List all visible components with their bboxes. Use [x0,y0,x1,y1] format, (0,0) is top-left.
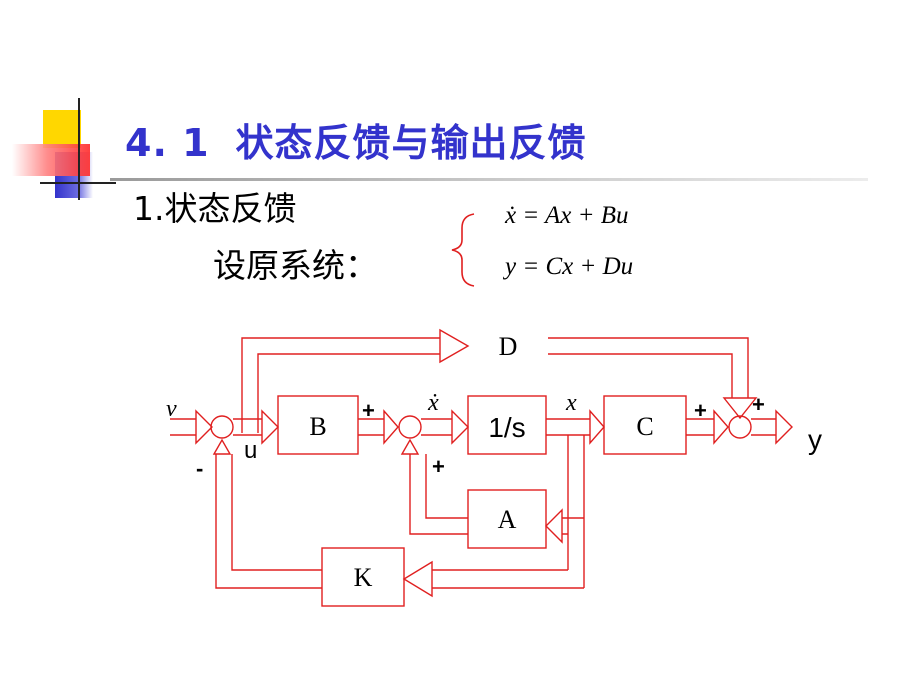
signal-u-label: u [244,437,257,464]
sum1-circle [210,415,234,439]
block-K-label: K [354,563,373,592]
d-output-line [548,337,749,398]
deco-yellow-square [43,110,81,148]
block-integrator [467,395,547,455]
k-output-line [215,454,322,589]
deco-vertical-line [78,98,80,200]
x-line [546,418,590,436]
signal-y-label: y [808,424,822,455]
y-line [751,418,776,436]
block-C [603,395,687,455]
a-input-arrow [545,508,563,544]
input-arrow [195,409,213,445]
section-number: 4. 1 [125,121,210,165]
title-text: 状态反馈与输出反馈 [235,121,587,165]
block-A [467,489,547,549]
k-output-arrow [212,438,232,455]
a-output-line [409,454,468,535]
block-integrator-label: 1/s [488,412,525,443]
a-output-arrow [400,438,420,455]
state-equation: ẋ = Ax + Bu [505,202,629,229]
deco-horizontal-line [40,182,116,184]
sign-sum1-feedback: - [196,456,203,481]
block-B-label: B [309,412,326,441]
equation-brace [451,213,475,287]
sign-sum3-from-d: + [752,392,765,417]
signal-xdot-label: ẋ [427,390,439,416]
sign-sum3-from-c: + [694,398,707,423]
deco-red-bar [12,144,90,176]
k-input-line [432,569,584,589]
sum2-circle [398,415,422,439]
output-equation: y = Cx + Du [505,253,634,280]
title-rule [110,178,868,181]
sign-sum2-from-b: + [362,398,375,423]
a-input-line [562,517,584,535]
b-output-arrow [383,409,399,445]
c-output-line [686,418,714,436]
d-arrow [439,328,470,364]
system-label: 设原系统： [213,246,378,285]
signal-v-label: v [166,396,177,422]
sign-sum2-from-a: + [432,454,445,479]
block-C-label: C [636,412,653,441]
x-tap-line [567,435,585,588]
x-arrow [589,409,605,445]
block-D-label: D [499,332,518,361]
page-title: 4. 1 状态反馈与输出反馈 [125,112,587,167]
y-arrow [775,409,793,445]
sum3-circle [728,415,752,439]
d-feed-line [241,337,440,433]
block-B [277,395,359,455]
xdot-line [421,418,452,436]
input-line [170,418,196,436]
xdot-arrow [451,409,469,445]
section-heading: 1.状态反馈 [133,189,297,228]
b-output-line [358,418,384,436]
signal-x-label: x [565,390,577,416]
c-output-arrow [713,409,729,445]
block-A-label: A [498,505,517,534]
d-output-arrow [722,397,758,420]
u-line [233,418,262,436]
k-input-arrow [402,560,433,598]
block-K [321,547,405,607]
u-arrow [261,409,279,445]
